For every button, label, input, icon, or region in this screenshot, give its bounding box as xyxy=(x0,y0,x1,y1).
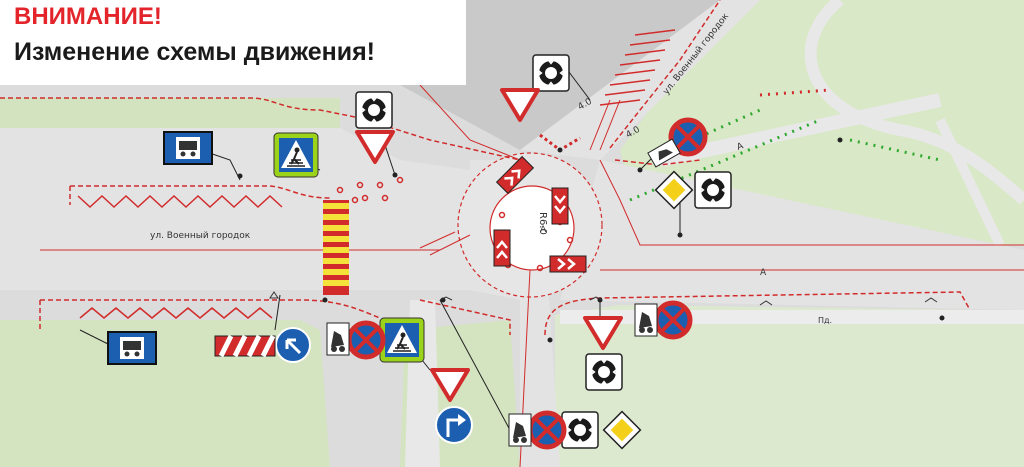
tow-truck-plate xyxy=(508,413,532,447)
roundabout-sign xyxy=(532,54,570,92)
roundabout-sign xyxy=(585,353,623,391)
pedestrian-crossing-sign xyxy=(379,317,425,363)
pedestrian-path-label: Пд. xyxy=(818,316,832,325)
roundabout-radius-label: R6.0 xyxy=(537,212,548,235)
chevron-board xyxy=(493,229,511,267)
chevron-board xyxy=(495,155,535,195)
chevron-board xyxy=(549,255,587,273)
street-main-label: ул. Военный городок xyxy=(150,231,251,241)
no-stopping-sign xyxy=(656,303,690,337)
roundabout-sign xyxy=(694,171,732,209)
pedestrian-crossing-sign xyxy=(273,132,319,178)
roundabout-sign xyxy=(355,91,393,129)
marking-a-center: A xyxy=(540,225,547,235)
tow-truck-plate xyxy=(634,303,658,337)
chevron-board xyxy=(214,334,276,358)
marking-a-park: A xyxy=(736,141,746,153)
warning-title: ВНИМАНИЕ! xyxy=(14,3,162,30)
no-stopping-sign xyxy=(349,323,383,357)
warning-subtitle: Изменение схемы движения! xyxy=(14,38,375,66)
marking-a-right: A xyxy=(760,268,767,278)
chevron-board xyxy=(551,187,569,225)
warning-banner: ВНИМАНИЕ! Изменение схемы движения! xyxy=(0,0,466,85)
keep-left-sign xyxy=(275,327,311,363)
turn-right-sign xyxy=(435,406,473,444)
roundabout-sign xyxy=(561,411,599,449)
no-stopping-sign xyxy=(530,413,564,447)
bus-stop-sign xyxy=(163,131,213,165)
bus-stop-sign xyxy=(107,331,157,365)
tow-truck-plate xyxy=(647,138,681,168)
tow-truck-plate xyxy=(326,322,350,356)
